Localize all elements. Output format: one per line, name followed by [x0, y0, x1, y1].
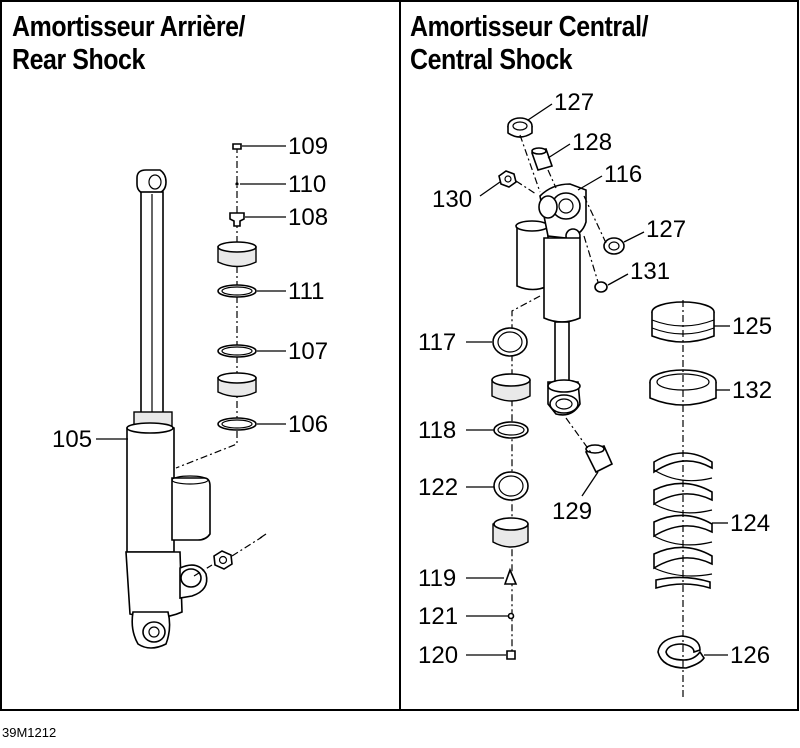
callout-105: 105 [52, 426, 92, 453]
central-shock-title-line1: Amortisseur Central/ [410, 11, 649, 43]
callout-126: 126 [730, 642, 770, 669]
callout-122: 122 [418, 474, 458, 501]
callout-110: 110 [288, 171, 326, 198]
central-shock-title-line2: Central Shock [410, 44, 573, 76]
rear-shock-title: Amortisseur Arrière/ Rear Shock [12, 11, 245, 77]
central-shock-drawing [466, 103, 730, 700]
callout-128: 128 [572, 129, 612, 156]
callout-121: 121 [418, 603, 458, 630]
right-panel-border [399, 0, 799, 711]
callout-106: 106 [288, 411, 328, 438]
central-shock-title: Amortisseur Central/ Central Shock [410, 11, 649, 77]
figure-code: 39M1212 [2, 725, 57, 740]
callout-127-side: 127 [646, 216, 686, 243]
callout-118: 118 [418, 417, 456, 444]
left-panel-border [0, 0, 401, 711]
callout-125: 125 [732, 313, 772, 340]
callout-111: 111 [288, 278, 324, 305]
rear-shock-title-line2: Rear Shock [12, 44, 145, 76]
callout-124: 124 [730, 510, 770, 537]
rear-shock-title-line1: Amortisseur Arrière/ [12, 11, 246, 43]
callout-127-top: 127 [554, 89, 594, 116]
rear-shock-drawing [96, 143, 286, 649]
callout-117: 117 [418, 329, 456, 356]
callout-107: 107 [288, 338, 328, 365]
callout-120: 120 [418, 642, 458, 669]
callout-130: 130 [432, 186, 472, 213]
callout-108: 108 [288, 204, 328, 231]
callout-116: 116 [604, 161, 642, 188]
callout-119: 119 [418, 565, 456, 592]
callout-129: 129 [552, 498, 592, 525]
callout-131: 131 [630, 258, 670, 285]
callout-132: 132 [732, 377, 772, 404]
callout-109: 109 [288, 133, 328, 160]
